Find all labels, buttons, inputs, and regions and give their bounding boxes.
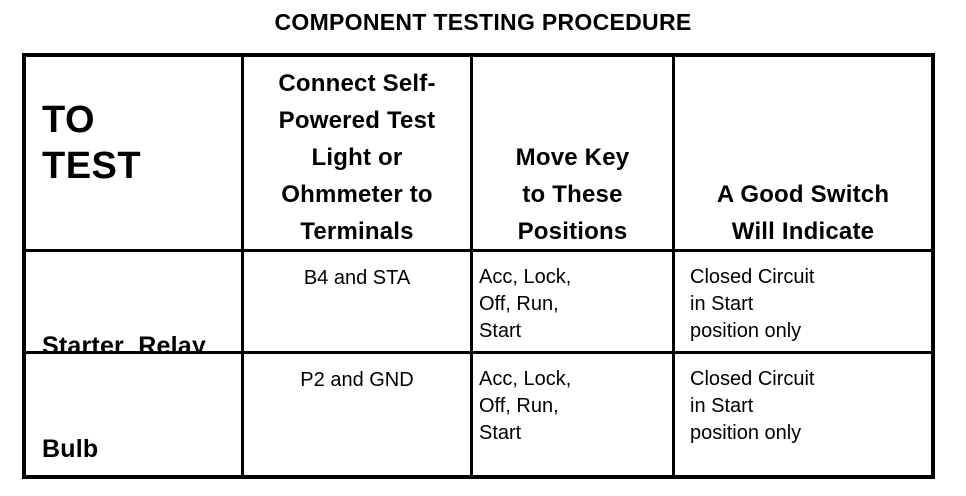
- row-1-test-name: Starter Relay Circuit: [42, 332, 206, 351]
- header-cell-key-positions: Move Key to These Positions: [473, 57, 672, 249]
- row-2-positions: Acc, Lock, Off, Run, Start: [479, 368, 572, 444]
- row-2-positions-cell: Acc, Lock, Off, Run, Start: [473, 354, 672, 475]
- table-row: Bulb Prove-Out Circuit: [26, 354, 241, 475]
- header-cell-connect-probe: Connect Self- Powered Test Light or Ohmm…: [244, 57, 470, 249]
- row-1-positions: Acc, Lock, Off, Run, Start: [479, 266, 572, 342]
- row-2-test-name: Bulb Prove-Out Circuit: [42, 435, 99, 463]
- row-1-indication-cell: Closed Circuit in Start position only: [675, 252, 931, 351]
- row-1-terminals: B4 and STA: [303, 267, 411, 289]
- column-divider-3: [672, 57, 675, 475]
- header-to-test-text: TO TEST: [42, 99, 142, 187]
- page-title: COMPONENT TESTING PROCEDURE: [274, 9, 692, 35]
- header-key-positions-text: Move Key to These Positions: [515, 144, 630, 245]
- row-1-terminals-cell: B4 and STA: [244, 252, 470, 351]
- row-2-terminals-cell: P2 and GND: [244, 354, 470, 475]
- row-2-indication: Closed Circuit in Start position only: [690, 368, 815, 444]
- header-cell-to-test: TO TEST: [26, 57, 241, 249]
- row-1-indication: Closed Circuit in Start position only: [690, 266, 815, 342]
- table-grid: TO TEST Connect Self- Powered Test Light…: [26, 57, 931, 475]
- row-2-terminals: P2 and GND: [300, 369, 414, 391]
- row-divider-header: [26, 249, 931, 252]
- component-testing-table: TO TEST Connect Self- Powered Test Light…: [22, 53, 935, 479]
- table-row: Starter Relay Circuit: [26, 252, 241, 351]
- header-cell-good-switch: A Good Switch Will Indicate: [675, 57, 931, 249]
- column-divider-2: [470, 57, 473, 475]
- row-1-positions-cell: Acc, Lock, Off, Run, Start: [473, 252, 672, 351]
- header-good-switch-text: A Good Switch Will Indicate: [716, 181, 890, 245]
- row-divider-1: [26, 351, 931, 354]
- header-connect-probe-text: Connect Self- Powered Test Light or Ohmm…: [278, 70, 436, 245]
- column-divider-1: [241, 57, 244, 475]
- row-2-indication-cell: Closed Circuit in Start position only: [675, 354, 931, 475]
